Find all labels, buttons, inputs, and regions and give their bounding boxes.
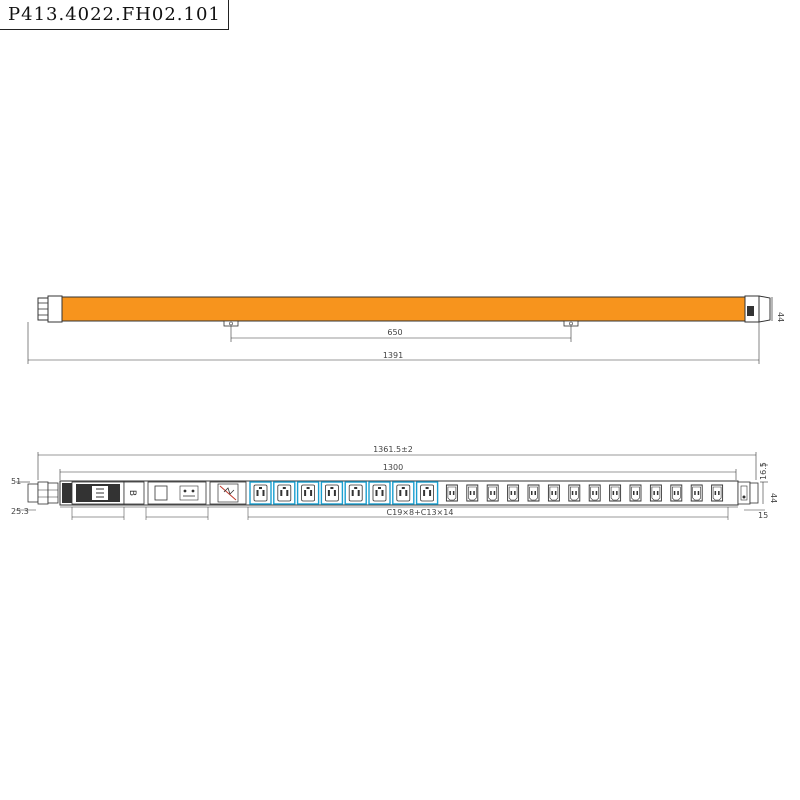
front-dim-left-side: 25.3 (11, 507, 29, 516)
c19-outlet (249, 481, 272, 505)
c19-outlet-group (249, 481, 439, 505)
front-dim-mounting: 1300 (383, 463, 403, 472)
front-view: 1361.5±2 1300 51 25.3 B (11, 445, 778, 520)
c13-outlet (445, 484, 458, 502)
c19-outlet (368, 481, 391, 505)
c19-outlet (344, 481, 367, 505)
c13-outlet (670, 484, 683, 502)
c19-outlet (392, 481, 415, 505)
c13-outlet (527, 484, 540, 502)
part-number-title: P413.4022.FH02.101 (0, 0, 229, 30)
input-connector (62, 483, 72, 503)
c13-outlet (466, 484, 479, 502)
c13-outlet (507, 484, 520, 502)
c13-outlet (649, 484, 662, 502)
front-dim-outlets: C19×8+C13×14 (387, 508, 454, 517)
c13-outlet-group (445, 484, 724, 502)
power-switch (154, 485, 168, 501)
side-bracket-right (563, 320, 579, 327)
breaker-label: B (127, 490, 137, 496)
front-dim-left-top: 51 (11, 477, 21, 486)
c19-outlet (296, 481, 320, 505)
front-bracket-right (749, 482, 759, 504)
side-body (61, 296, 746, 322)
side-dim-height: 44 (776, 312, 785, 322)
front-dim-right-top: 16.5 (759, 462, 768, 480)
c13-outlet (588, 484, 601, 502)
c19-outlet (415, 481, 439, 505)
side-end-cap-left (47, 295, 63, 323)
c19-outlet (273, 481, 296, 505)
c13-outlet (629, 484, 642, 502)
side-dim-650: 650 (387, 328, 402, 337)
indicator-block (179, 485, 199, 501)
side-end-connector (747, 306, 754, 316)
c13-outlet (690, 484, 703, 502)
front-dim-right-bottom: 15 (758, 511, 768, 520)
side-view: 44 650 1391 (27, 295, 785, 364)
c13-outlet (547, 484, 560, 502)
side-dim-1391: 1391 (383, 351, 403, 360)
front-dim-overall: 1361.5±2 (373, 445, 413, 454)
c13-outlet (711, 484, 724, 502)
side-bracket-left (223, 320, 239, 327)
c19-outlet (320, 481, 344, 505)
surge-warning-icon (219, 485, 237, 501)
breaker-module (123, 481, 145, 505)
c13-outlet (486, 484, 499, 502)
c13-outlet (568, 484, 581, 502)
front-dim-right-side: 44 (769, 493, 778, 503)
c13-outlet (609, 484, 622, 502)
front-glands-left (27, 481, 59, 505)
